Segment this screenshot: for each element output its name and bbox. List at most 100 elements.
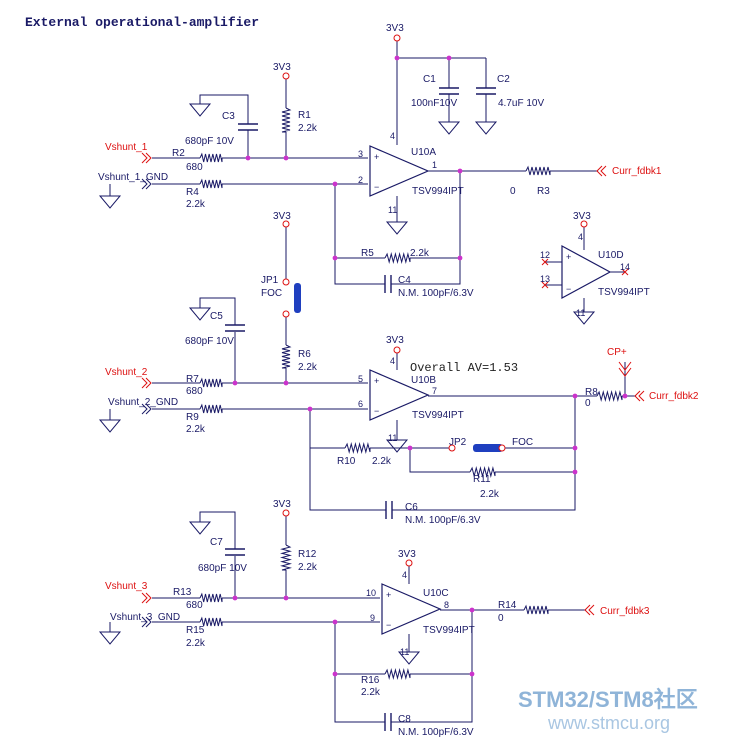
jp1-pin-bottom [282,310,290,318]
junction-dot [457,255,463,261]
components: +−+−+−+− [98,34,645,731]
test-point-cp-plus: CP+ [607,347,627,358]
wire [309,409,345,449]
u10c-opamp-plus-sign: + [386,590,391,600]
c7-ref: C7 [210,537,223,548]
r7-ref: R7 [186,374,199,385]
u10d-part: TSV994IPT [598,287,650,298]
wire [391,674,473,723]
r14-ref: R14 [498,600,517,611]
u10d-pin-minus: 13 [540,274,550,284]
junction-dot [622,393,628,399]
wire [410,171,461,259]
r6-value: 2.2k [298,362,318,373]
ground-icon [188,103,212,117]
u10d-opamp-plus-sign: + [566,252,571,262]
connector-vshunt-3-gnd-icon [141,616,152,628]
r10-resistor [344,442,371,454]
ground-icon [474,121,498,135]
r3-resistor [525,165,551,176]
u10b-part: TSV994IPT [412,410,464,421]
u10a-pin-gnd: 11 [388,205,397,215]
junction-dot [283,595,289,601]
test-point-cp-plus-icon [618,361,632,377]
wire [495,448,576,473]
supply-terminal-r12 [282,509,290,517]
wire [199,94,249,124]
ground-icon [98,419,122,433]
c4-value: N.M. 100pF/6.3V [398,288,474,299]
r9-ref: R9 [186,412,199,423]
c8-ref: C8 [398,714,411,725]
wire [391,258,461,285]
u10c-pin-out: 8 [444,600,449,610]
u10b-pin-gnd: 11 [388,433,397,443]
c3-ref: C3 [222,111,235,122]
r7-value: 680 [186,386,203,397]
r2-ref: R2 [172,148,185,159]
c3-value: 680pF 10V [185,136,234,147]
supply-label-r12: 3V3 [273,499,291,510]
jp1-pin-top [282,278,290,286]
r12-resistor [280,544,292,571]
junction-dot [394,55,400,61]
net-vshunt-2-gnd: Vshunt_2_GND [108,397,178,408]
c7-value: 680pF 10V [198,563,247,574]
u10c-pin-minus: 9 [370,613,375,623]
u10a-opamp-plus-sign: + [374,152,379,162]
net-curr-fdbk1: Curr_fdbk1 [612,166,662,177]
r3-ref: R3 [537,186,550,197]
u10b-opamp-minus-sign: − [374,406,379,416]
r14-resistor [523,604,549,615]
r13-value: 680 [186,600,203,611]
r4-resistor [199,178,223,189]
r2-resistor [199,152,223,163]
connector-vshunt-2-icon [141,377,152,389]
u10d-ref: U10D [598,250,624,261]
supply-terminal-r1 [282,72,290,80]
c8-value: N.M. 100pF/6.3V [398,727,474,738]
u10c-pin-vcc: 4 [402,570,407,580]
wire [334,258,385,285]
r8-value: 0 [585,398,591,409]
c6-ref: C6 [405,502,418,513]
r13-ref: R13 [173,587,192,598]
r15-ref: R15 [186,625,205,636]
u10a-opamp [369,145,430,197]
wire [334,622,385,675]
wire [410,610,473,675]
r11-value: 2.2k [480,489,500,500]
u10b-opamp-plus-sign: + [374,376,379,386]
ground-icon [98,631,122,645]
r8-ref: R8 [585,387,598,398]
watermark-url: www.stmcu.org [547,713,670,733]
jp2-ref: JP2 [449,437,467,448]
diagram-title: External operational-amplifier [25,15,259,30]
c2-value: 4.7uF 10V [498,98,544,109]
u10b-pin-vcc: 4 [390,356,395,366]
junction-dot [332,181,338,187]
jp1-label: FOC [261,288,282,299]
net-vshunt-1-gnd: Vshunt_1_GND [98,172,168,183]
connector-curr-fdbk3-icon [584,604,595,616]
r12-value: 2.2k [298,562,318,573]
supply-terminal-u10b [393,346,401,354]
r11-resistor [469,466,496,478]
r6-ref: R6 [298,349,311,360]
u10a-part: TSV994IPT [412,186,464,197]
junction-dot [572,393,578,399]
ground-icon [572,311,596,325]
overall-gain-note: Overall AV=1.53 [410,361,518,375]
junction-dot [469,671,475,677]
r1-resistor [281,107,292,133]
jp1-ref: JP1 [261,275,279,286]
supply-terminal-u10d [580,220,588,228]
u10d-pin-gnd: 11 [576,308,585,318]
connector-vshunt-3-icon [141,592,152,604]
u10b-ref: U10B [411,375,436,386]
u10c-part: TSV994IPT [423,625,475,636]
u10c-opamp [381,583,442,635]
net-curr-fdbk3: Curr_fdbk3 [600,606,650,617]
c4-ref: C4 [398,275,411,286]
junction-dot [457,168,463,174]
